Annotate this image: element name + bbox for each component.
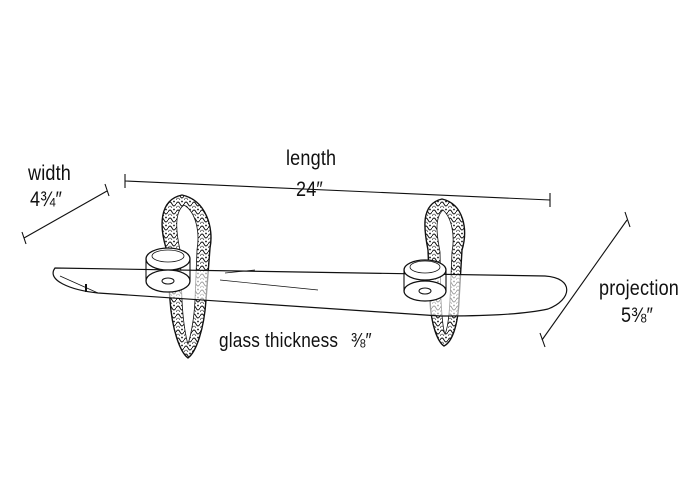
right-glass-clamp [403,259,447,302]
length-dimension-line [124,174,551,207]
projection-value: 5⅜″ [621,304,654,327]
glass-thickness-value: ⅜″ [351,330,372,352]
left-glass-clamp [145,247,191,293]
width-label: width [28,162,72,185]
length-label: length [286,147,337,170]
glass-thickness-label: glass thickness [219,330,339,352]
projection-dimension-line [539,211,631,348]
width-value: 4¾″ [30,188,63,211]
glass-shelf [52,267,568,317]
projection-label: projection [599,277,680,300]
length-value: 24″ [296,178,324,201]
width-dimension-line [21,183,110,245]
